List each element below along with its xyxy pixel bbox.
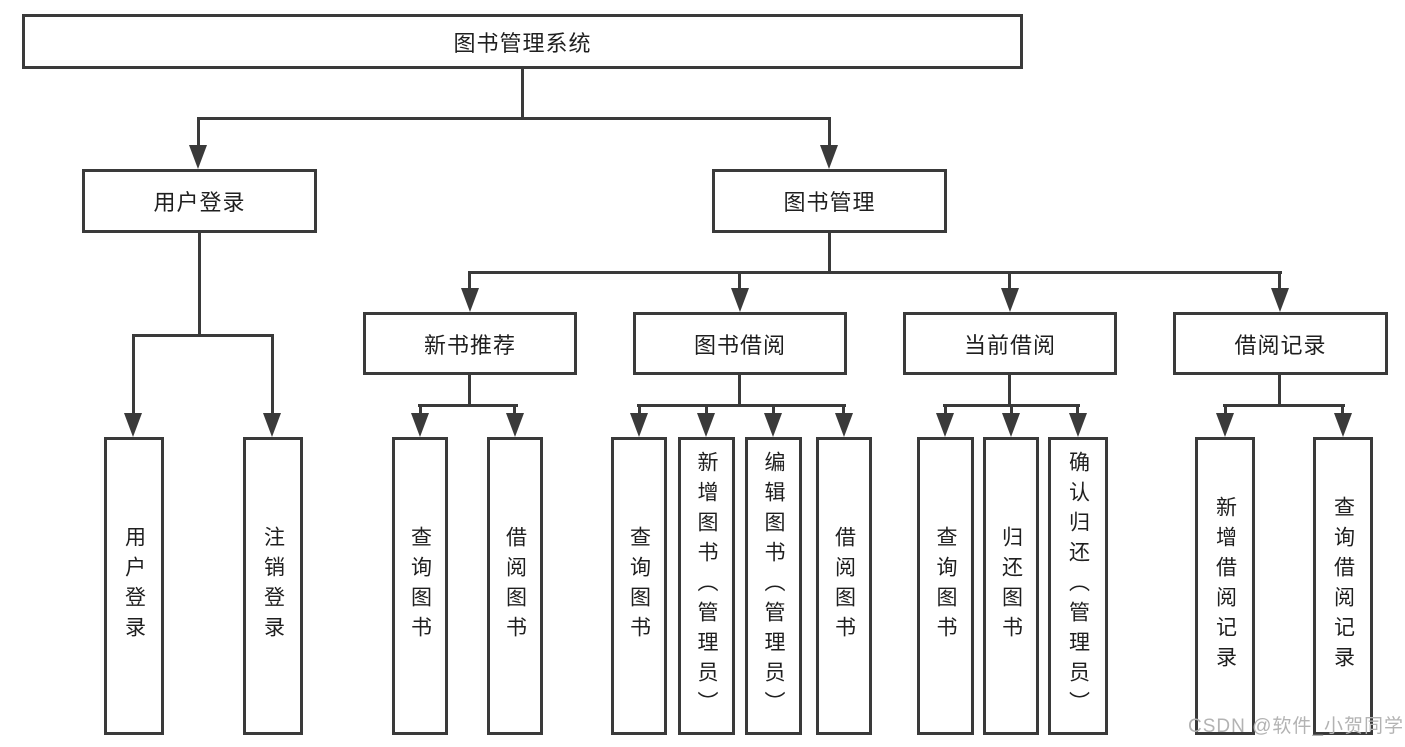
connector-nbr-drop2 [513, 406, 516, 415]
arrow-down-icon [1334, 413, 1352, 437]
leaf-bb-edit-books-admin-label: 编辑图书（管理员） [762, 451, 785, 721]
arrow-down-icon [1001, 288, 1019, 312]
connector-nbr-rail [418, 404, 518, 407]
node-new-book-recommend-label: 新书推荐 [423, 332, 516, 358]
arrow-down-icon [411, 413, 429, 437]
node-borrow-records: 借阅记录 [1173, 312, 1388, 375]
leaf-bb-query-books: 查询图书 [611, 437, 667, 735]
arrow-down-icon [835, 413, 853, 437]
node-book-management: 图书管理 [712, 169, 947, 233]
leaf-cb-query-books-label: 查询图书 [934, 526, 957, 646]
connector-book-management-rail [468, 271, 1282, 274]
leaf-cb-confirm-return-admin: 确认归还（管理员） [1048, 437, 1108, 735]
connector-to-leaf-user-login [132, 336, 135, 414]
leaf-user-login: 用户登录 [104, 437, 164, 735]
leaf-bb-edit-books-admin: 编辑图书（管理员） [745, 437, 802, 735]
node-current-borrow-label: 当前借阅 [963, 332, 1056, 358]
leaf-nbr-borrow-books: 借阅图书 [487, 437, 543, 735]
connector-bb-drop1 [638, 406, 641, 415]
node-book-management-label: 图书管理 [783, 190, 876, 215]
connector-cb-rail [943, 404, 1080, 407]
arrow-down-icon [1216, 413, 1234, 437]
leaf-bb-add-books-admin-label: 新增图书（管理员） [695, 451, 718, 721]
leaf-nbr-borrow-books-label: 借阅图书 [503, 526, 527, 646]
connector-cb-stem [1008, 375, 1011, 406]
leaf-cb-confirm-return-admin-label: 确认归还（管理员） [1066, 451, 1090, 721]
arrow-down-icon [936, 413, 954, 437]
connector-br-drop2 [1341, 406, 1344, 415]
leaf-br-add-record: 新增借阅记录 [1195, 437, 1255, 735]
node-root-label: 图书管理系统 [453, 30, 592, 56]
arrow-down-icon [764, 413, 782, 437]
arrow-down-icon [461, 288, 479, 312]
connector-br-rail [1223, 404, 1345, 407]
connector-br-stem [1278, 375, 1281, 406]
connector-nbr-stem [468, 375, 471, 406]
leaf-cb-return-books-label: 归还图书 [999, 526, 1023, 646]
connector-to-borrow-records [1278, 273, 1281, 291]
leaf-br-add-record-label: 新增借阅记录 [1213, 496, 1237, 676]
leaf-bb-borrow-books-label: 借阅图书 [832, 526, 856, 646]
leaf-br-query-record-label: 查询借阅记录 [1331, 496, 1355, 676]
arrow-down-icon [506, 413, 524, 437]
node-book-borrow: 图书借阅 [633, 312, 847, 375]
node-current-borrow: 当前借阅 [903, 312, 1117, 375]
node-user-login: 用户登录 [82, 169, 317, 233]
node-new-book-recommend: 新书推荐 [363, 312, 577, 375]
arrow-down-icon [630, 413, 648, 437]
leaf-logout-label: 注销登录 [261, 526, 285, 646]
connector-bb-drop3 [772, 406, 775, 415]
connector-bb-stem [738, 375, 741, 406]
connector-root-stem [521, 68, 524, 118]
leaf-logout: 注销登录 [243, 437, 303, 735]
leaf-bb-borrow-books: 借阅图书 [816, 437, 872, 735]
arrow-down-icon [1271, 288, 1289, 312]
leaf-cb-return-books: 归还图书 [983, 437, 1039, 735]
connector-br-drop1 [1224, 406, 1227, 415]
connector-to-leaf-logout [271, 336, 274, 414]
connector-to-book-borrow [738, 273, 741, 291]
connector-cb-drop1 [944, 406, 947, 415]
leaf-br-query-record: 查询借阅记录 [1313, 437, 1373, 735]
arrow-down-icon [820, 145, 838, 169]
connector-cb-drop2 [1010, 406, 1013, 415]
node-root: 图书管理系统 [22, 14, 1023, 69]
arrow-down-icon [263, 413, 281, 437]
connector-to-new-book-recommend [468, 273, 471, 291]
leaf-bb-query-books-label: 查询图书 [627, 526, 651, 646]
leaf-nbr-query-books-label: 查询图书 [408, 526, 432, 646]
connector-to-user-login [197, 119, 200, 149]
node-user-login-label: 用户登录 [153, 190, 246, 215]
leaf-user-login-label: 用户登录 [122, 526, 146, 646]
connector-bb-drop2 [705, 406, 708, 415]
connector-nbr-drop1 [419, 406, 422, 415]
arrow-down-icon [189, 145, 207, 169]
leaf-bb-add-books-admin: 新增图书（管理员） [678, 437, 735, 735]
connector-to-current-borrow [1008, 273, 1011, 291]
connector-bb-drop4 [842, 406, 845, 415]
node-book-borrow-label: 图书借阅 [693, 332, 786, 358]
connector-book-management-stem [828, 233, 831, 274]
connector-user-login-stem [198, 233, 201, 337]
leaf-nbr-query-books: 查询图书 [392, 437, 448, 735]
connector-user-login-rail [132, 334, 274, 337]
csdn-watermark: CSDN @软件_小贺同学 [1188, 716, 1404, 737]
connector-bb-rail [637, 404, 846, 407]
connector-cb-drop3 [1076, 406, 1079, 415]
leaf-cb-query-books: 查询图书 [917, 437, 974, 735]
arrow-down-icon [731, 288, 749, 312]
arrow-down-icon [697, 413, 715, 437]
connector-to-book-management [828, 119, 831, 149]
node-borrow-records-label: 借阅记录 [1234, 332, 1327, 358]
arrow-down-icon [124, 413, 142, 437]
connector-root-rail [197, 117, 831, 120]
arrow-down-icon [1002, 413, 1020, 437]
arrow-down-icon [1069, 413, 1087, 437]
